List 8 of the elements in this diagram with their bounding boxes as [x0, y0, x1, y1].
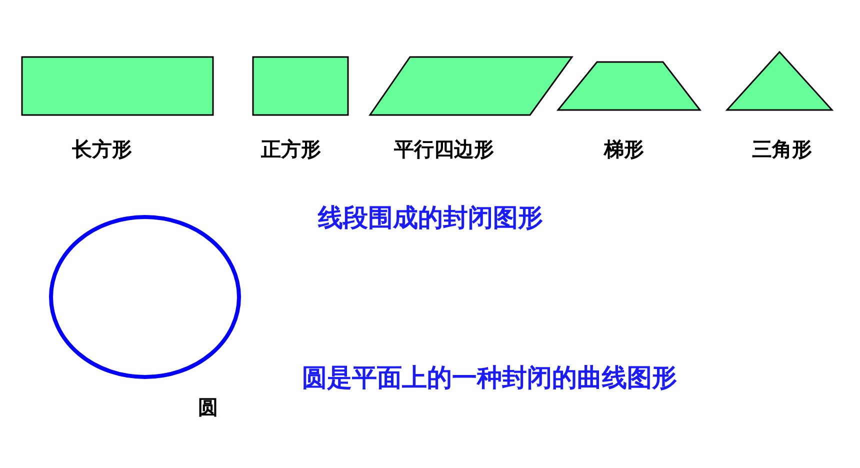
shape-label: 梯形	[604, 136, 644, 163]
statement-text: 圆是平面上的一种封闭的曲线图形	[302, 362, 677, 394]
shape-label: 长方形	[72, 136, 132, 163]
shape-label: 圆	[198, 394, 218, 421]
shape-label: 三角形	[752, 136, 812, 163]
shape-label: 平行四边形	[394, 136, 494, 163]
shape-label: 正方形	[261, 136, 321, 163]
heading-text: 线段围成的封闭图形	[318, 202, 543, 234]
